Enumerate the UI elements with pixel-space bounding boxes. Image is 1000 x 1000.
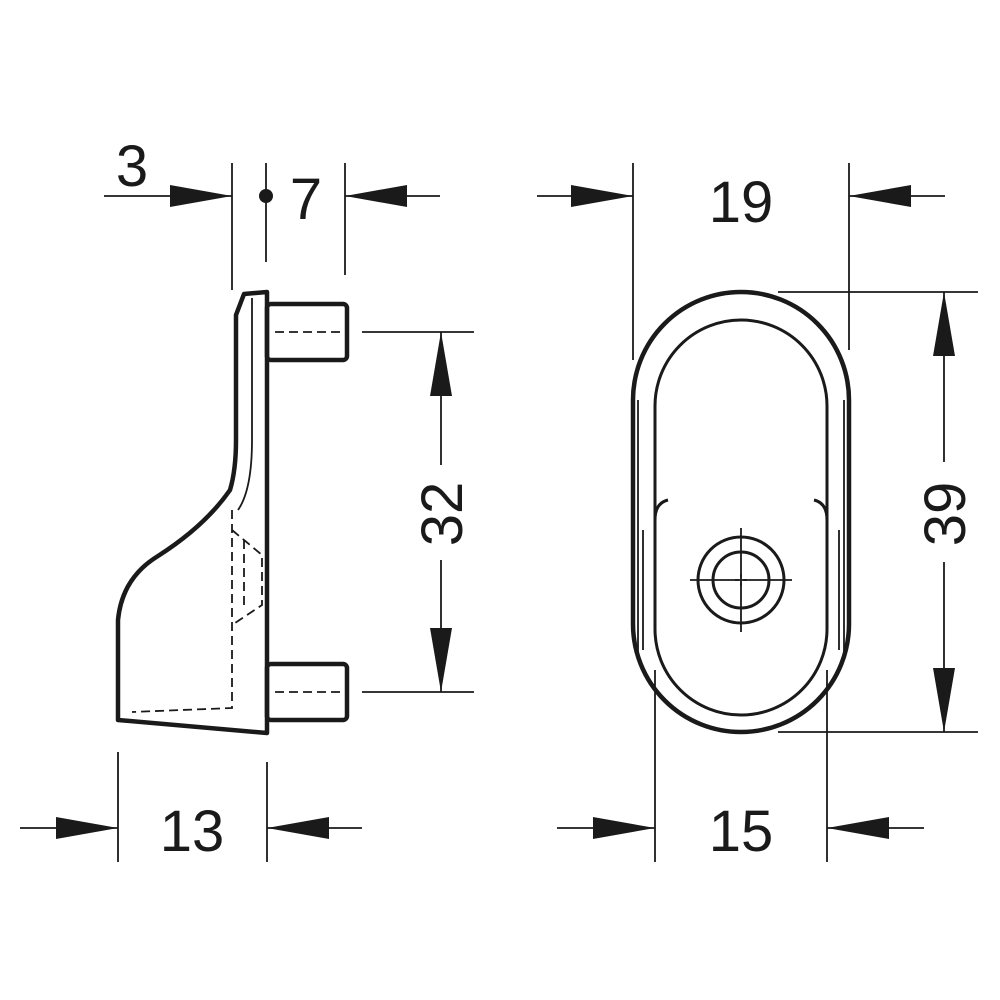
- side-view-dimensions: 3 7 32 13: [20, 134, 479, 864]
- side-view: [115, 289, 350, 736]
- front-view-left-strip: [637, 400, 644, 660]
- side-view-flange-line: [237, 298, 253, 511]
- front-view-dimensions: 19 39 15: [537, 163, 982, 864]
- pin-reference-dot: [259, 189, 273, 203]
- dim-label-32: 32: [410, 482, 475, 547]
- front-view-saddle: [653, 498, 829, 521]
- front-view-inner-oval: [653, 318, 829, 717]
- dim-label-13: 13: [160, 799, 225, 864]
- screw-hole-icon: [690, 528, 792, 632]
- front-view-right-strip: [838, 400, 845, 660]
- side-view-top-pin: [264, 301, 350, 363]
- front-view: [630, 289, 852, 735]
- dim-label-39: 39: [913, 482, 978, 547]
- front-view-outer-oval: [630, 289, 852, 735]
- side-view-hidden-lines: [131, 510, 263, 713]
- side-view-bottom-pin: [264, 661, 350, 723]
- dim-label-7: 7: [290, 167, 322, 232]
- dim-label-19: 19: [709, 170, 774, 235]
- side-view-body-outline: [115, 289, 270, 736]
- dim-label-3: 3: [116, 134, 148, 199]
- dim-label-15: 15: [709, 799, 774, 864]
